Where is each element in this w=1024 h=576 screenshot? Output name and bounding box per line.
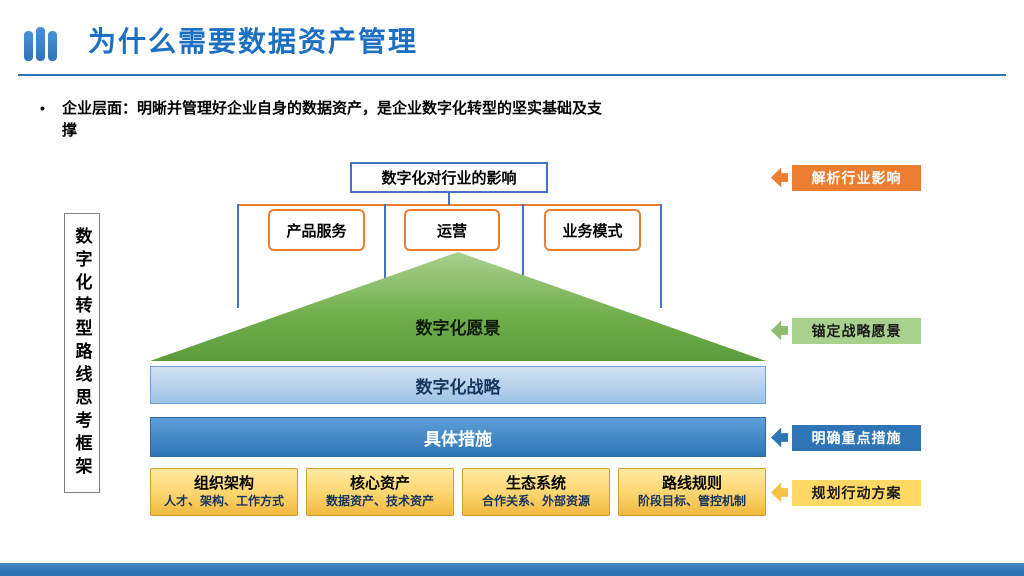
measures-bar: 具体措施 [150, 417, 766, 457]
connector-horizontal-line [237, 204, 662, 206]
bottom-box-ecosystem: 生态系统 合作关系、外部资源 [462, 468, 610, 516]
impact-box-business-model: 业务模式 [544, 209, 641, 251]
connector-vertical-line [237, 204, 239, 308]
callout-anchor-strategic-vision: 锚定战略愿景 [771, 317, 921, 344]
left-arrow-icon [771, 482, 788, 503]
left-arrow-icon [771, 167, 788, 188]
callout-label: 解析行业影响 [792, 164, 921, 191]
callout-label: 锚定战略愿景 [792, 317, 921, 344]
title-bars-icon [24, 27, 57, 61]
connector-vertical-line [660, 204, 662, 308]
bottom-box-subtitle: 阶段目标、管控机制 [637, 493, 746, 508]
page-title: 为什么需要数据资产管理 [88, 25, 419, 58]
bottom-boxes-row: 组织架构 人才、架构、工作方式 核心资产 数据资产、技术资产 生态系统 合作关系… [150, 468, 766, 516]
callout-plan-action: 规划行动方案 [771, 479, 921, 506]
bottom-box-title: 生态系统 [505, 475, 566, 493]
callout-analyze-industry-impact: 解析行业影响 [771, 164, 921, 191]
bottom-box-subtitle: 人才、架构、工作方式 [163, 493, 284, 508]
vision-triangle: 数字化愿景 [150, 252, 766, 361]
bullet-text: 企业层面：明晰并管理好企业自身的数据资产，是企业数字化转型的坚实基础及支撑 [62, 100, 603, 139]
title-bar-icon [48, 31, 57, 61]
title-divider [18, 74, 1006, 76]
title-bar-icon [24, 31, 33, 61]
framework-label: 数字化转型路线思考框架 [72, 226, 92, 480]
industry-impact-box: 数字化对行业的影响 [350, 162, 548, 193]
left-arrow-icon [771, 320, 788, 341]
impact-box-product-service: 产品服务 [268, 209, 365, 251]
connector-vertical-line [522, 204, 524, 308]
bottom-box-subtitle: 合作关系、外部资源 [481, 493, 590, 508]
connector-vertical-line [384, 204, 386, 308]
bottom-box-subtitle: 数据资产、技术资产 [325, 493, 434, 508]
left-arrow-icon [771, 427, 788, 448]
callout-label: 明确重点措施 [792, 424, 921, 451]
callout-label: 规划行动方案 [792, 479, 921, 506]
bottom-box-core-assets: 核心资产 数据资产、技术资产 [306, 468, 454, 516]
footer-bar [0, 563, 1024, 576]
bullet-marker: • [40, 100, 45, 116]
bottom-box-title: 组织架构 [193, 475, 254, 493]
bottom-box-organization: 组织架构 人才、架构、工作方式 [150, 468, 298, 516]
bottom-box-title: 核心资产 [349, 475, 410, 493]
framework-label-box: 数字化转型路线思考框架 [64, 213, 100, 493]
connector-stub-line [448, 192, 450, 205]
callout-clarify-key-measures: 明确重点措施 [771, 424, 921, 451]
bottom-box-roadmap-rules: 路线规则 阶段目标、管控机制 [618, 468, 766, 516]
title-bar-icon [36, 27, 45, 61]
bottom-box-title: 路线规则 [661, 475, 722, 493]
impact-box-operation: 运营 [404, 209, 500, 251]
vision-label: 数字化愿景 [415, 319, 501, 338]
strategy-bar: 数字化战略 [150, 366, 766, 404]
